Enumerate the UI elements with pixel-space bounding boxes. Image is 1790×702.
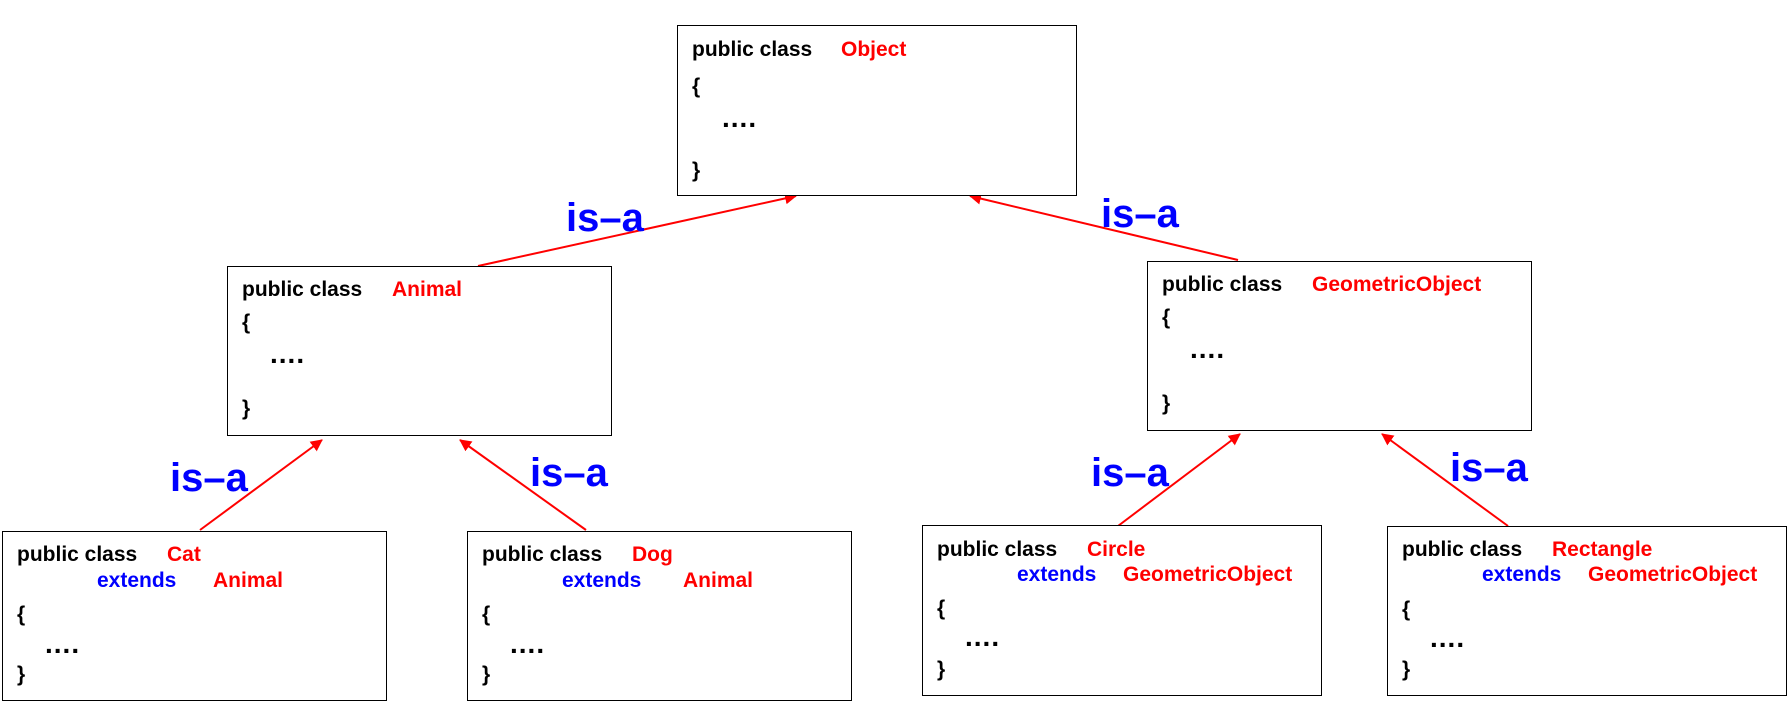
class-name: Animal xyxy=(392,278,463,301)
class-box-dog: public class Dog extends Animal { .... } xyxy=(467,531,852,701)
close-brace: } xyxy=(242,397,251,420)
class-name: Circle xyxy=(1087,538,1146,561)
class-body: .... xyxy=(45,628,81,659)
parent-class-name: GeometricObject xyxy=(1123,563,1293,586)
isa-label-geometric-object: is–a xyxy=(1101,192,1179,236)
open-brace: { xyxy=(1402,598,1411,621)
close-brace: } xyxy=(482,663,491,686)
arrow-rectangle-to-geometricobject xyxy=(1381,433,1509,527)
open-brace: { xyxy=(482,603,491,626)
open-brace: { xyxy=(1162,306,1171,329)
class-declaration: public class xyxy=(1402,538,1523,561)
class-declaration: public class xyxy=(17,543,138,566)
class-body: .... xyxy=(722,102,758,133)
class-declaration: public class xyxy=(1162,273,1283,296)
class-box-cat: public class Cat extends Animal { .... } xyxy=(2,531,387,701)
arrow-circle-to-geometricobject xyxy=(1117,433,1241,527)
open-brace: { xyxy=(937,597,946,620)
open-brace: { xyxy=(17,603,26,626)
class-name: GeometricObject xyxy=(1312,273,1482,296)
isa-label-rectangle-geometric: is–a xyxy=(1450,446,1528,490)
class-declaration: public class xyxy=(692,38,813,61)
class-declaration: public class xyxy=(482,543,603,566)
open-brace: { xyxy=(692,75,701,98)
class-body: .... xyxy=(510,628,546,659)
isa-label-dog-animal: is–a xyxy=(530,451,608,495)
class-body: .... xyxy=(270,338,306,369)
arrow-geometricobject-to-object xyxy=(969,192,1239,261)
parent-class-name: Animal xyxy=(213,569,284,592)
class-box-object: public class Object { .... } xyxy=(677,25,1077,196)
extends-keyword: extends xyxy=(1017,563,1097,586)
class-name: Rectangle xyxy=(1552,538,1653,561)
isa-label-circle-geometric: is–a xyxy=(1091,451,1169,495)
close-brace: } xyxy=(937,658,946,681)
class-body: .... xyxy=(1190,333,1226,364)
arrow-dog-to-animal xyxy=(459,439,587,531)
isa-label-animal-object: is–a xyxy=(566,196,644,240)
class-declaration: public class xyxy=(242,278,363,301)
arrow-animal-to-object xyxy=(477,192,797,267)
close-brace: } xyxy=(1402,658,1411,681)
class-name: Cat xyxy=(167,543,201,566)
class-body: .... xyxy=(965,621,1001,652)
class-name: Dog xyxy=(632,543,673,566)
extends-keyword: extends xyxy=(1482,563,1562,586)
arrow-cat-to-animal xyxy=(199,439,323,531)
parent-class-name: GeometricObject xyxy=(1588,563,1758,586)
close-brace: } xyxy=(1162,392,1171,415)
class-body: .... xyxy=(1430,622,1466,653)
close-brace: } xyxy=(17,663,26,686)
class-box-circle: public class Circle extends GeometricObj… xyxy=(922,525,1322,696)
class-box-rectangle: public class Rectangle extends Geometric… xyxy=(1387,526,1787,696)
class-name: Object xyxy=(841,38,907,61)
extends-keyword: extends xyxy=(562,569,642,592)
class-declaration: public class xyxy=(937,538,1058,561)
parent-class-name: Animal xyxy=(683,569,754,592)
close-brace: } xyxy=(692,159,701,182)
extends-keyword: extends xyxy=(97,569,177,592)
class-box-geometricobject: public class GeometricObject { .... } xyxy=(1147,261,1532,431)
open-brace: { xyxy=(242,311,251,334)
isa-label-cat-animal: is–a xyxy=(170,456,248,500)
class-box-animal: public class Animal { .... } xyxy=(227,266,612,436)
